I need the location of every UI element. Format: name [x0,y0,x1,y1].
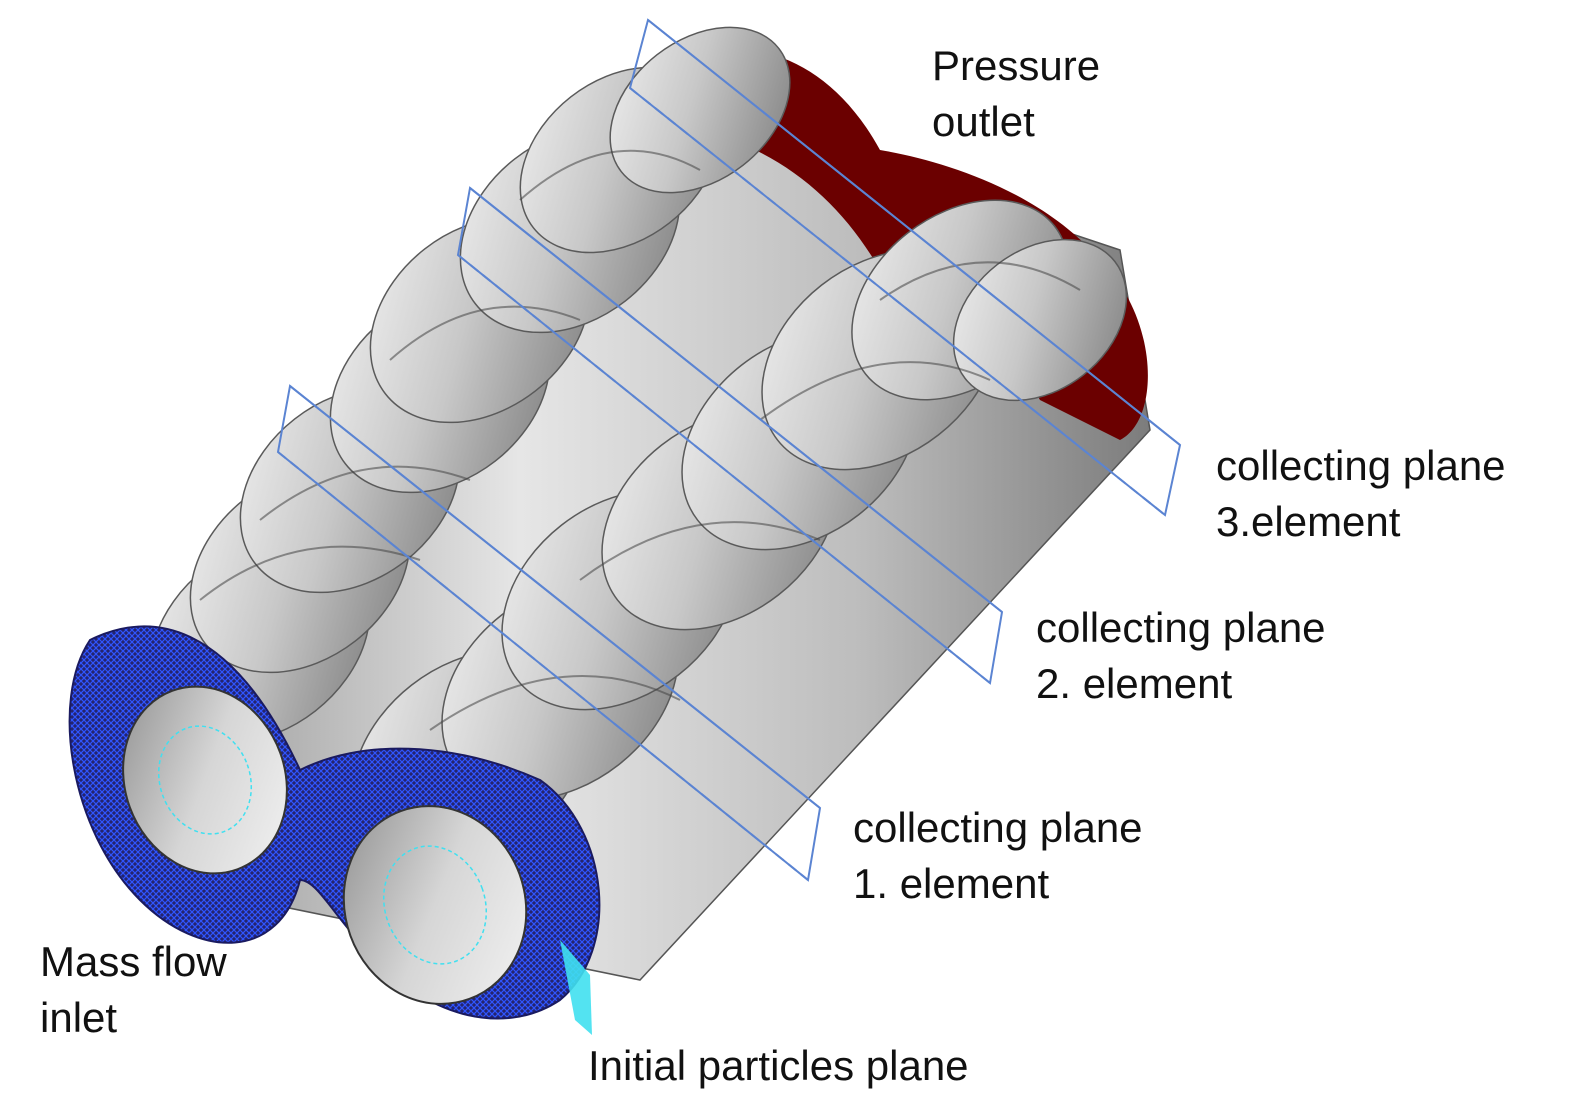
collecting-plane-1-label: collecting plane 1. element [853,800,1143,912]
collecting-plane-2 [456,186,1004,685]
pressure-outlet-line1: Pressure [932,42,1101,89]
collecting-plane-1 [276,384,822,882]
right-screw-flights [351,199,1128,871]
plane2-line2: 2. element [1036,660,1233,707]
flight-disc [952,238,1128,402]
collecting-plane-3 [628,18,1182,517]
inlet-shaft-right [382,845,488,965]
left-screw-flights [149,26,791,744]
pressure-outlet-label: Pressure outlet [932,38,1100,150]
inlet-bore-left [122,685,288,875]
initial-particles-text: Initial particles plane [588,1042,969,1089]
inlet-shaft-left [157,725,253,835]
plane1-line2: 1. element [853,860,1050,907]
collecting-planes [276,18,1182,882]
inlet-line1: Mass flow [40,938,227,985]
plane3-line1: collecting plane [1216,442,1506,489]
initial-particles-plane-label: Initial particles plane [588,1038,969,1094]
initial-particles-plane [560,940,592,1035]
plane1-line1: collecting plane [853,804,1143,851]
mass-flow-inlet-face [68,625,601,1020]
plane3-line2: 3.element [1216,498,1401,545]
collecting-plane-2-label: collecting plane 2. element [1036,600,1326,712]
inlet-bore-right [342,805,528,1005]
flight-disc [609,26,791,194]
inlet-line2: inlet [40,994,118,1041]
plane2-line1: collecting plane [1036,604,1326,651]
collecting-plane-3-label: collecting plane 3.element [1216,438,1506,550]
pressure-outlet-line2: outlet [932,98,1035,145]
mass-flow-inlet-label: Mass flow inlet [40,934,227,1046]
